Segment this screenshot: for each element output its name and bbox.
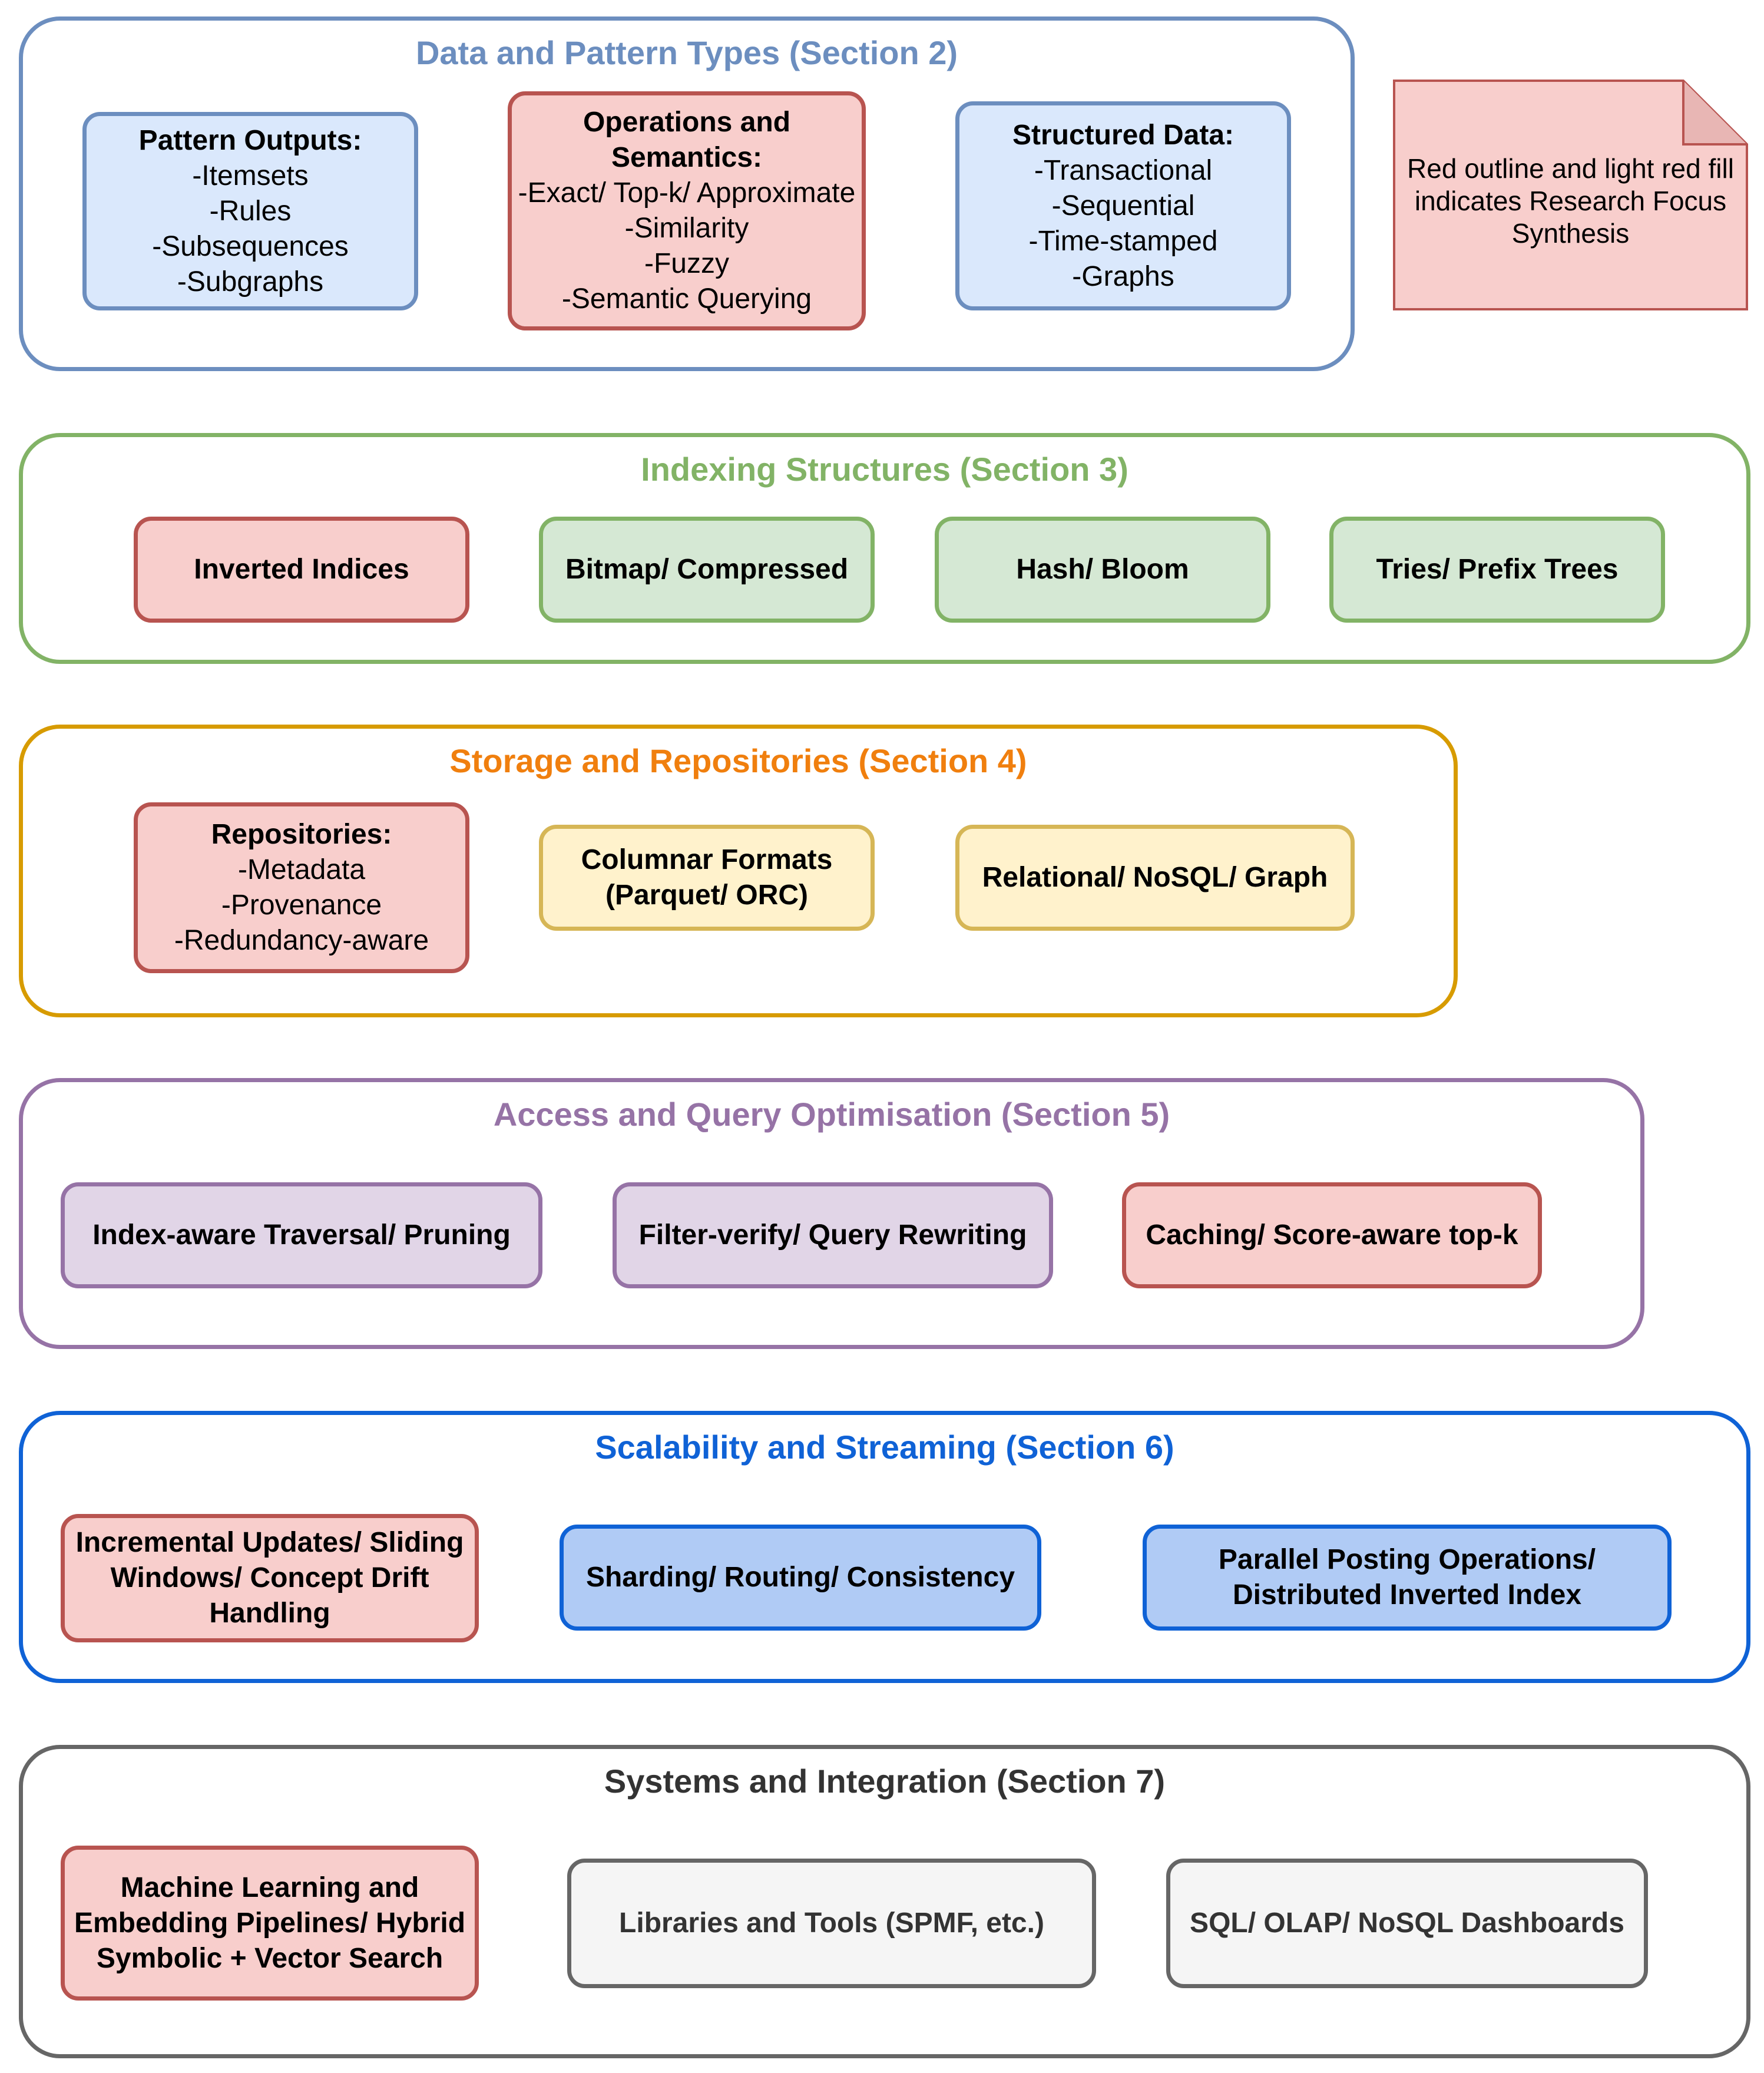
box-line: Symbolic + Vector Search <box>96 1942 444 1974</box>
sharding-routing-box: Sharding/ Routing/ Consistency <box>560 1525 1041 1631</box>
index-aware-traversal-box: Index-aware Traversal/ Pruning <box>61 1182 542 1288</box>
box-line: -Subsequences <box>152 230 349 262</box>
structured-data-box: Structured Data: -Transactional -Sequent… <box>955 101 1291 310</box>
box-line: -Rules <box>209 195 292 227</box>
note-line: Synthesis <box>1511 217 1630 249</box>
box-line: Columnar Formats <box>581 844 833 875</box>
box-line: -Provenance <box>221 890 382 921</box>
box-line: Embedding Pipelines/ Hybrid <box>74 1907 466 1939</box>
box-line: Bitmap/ Compressed <box>565 554 849 585</box>
box-line: Index-aware Traversal/ Pruning <box>92 1219 511 1251</box>
box-line: -Metadata <box>237 854 366 885</box>
operations-semantics-box: Operations and Semantics: -Exact/ Top-k/… <box>508 91 866 330</box>
box-line: Filter-verify/ Query Rewriting <box>638 1219 1027 1251</box>
box-heading: Operations and <box>583 107 791 138</box>
section-title: Access and Query Optimisation (Section 5… <box>493 1096 1170 1133</box>
relational-nosql-graph-box: Relational/ NoSQL/ Graph <box>955 825 1355 931</box>
tries-prefix-trees-box: Tries/ Prefix Trees <box>1329 517 1665 623</box>
box-line: -Time-stamped <box>1028 225 1218 257</box>
box-line: Inverted Indices <box>194 554 409 585</box>
box-line: -Redundancy-aware <box>174 925 429 956</box>
bitmap-compressed-box: Bitmap/ Compressed <box>539 517 875 623</box>
box-line: Caching/ Score-aware top-k <box>1146 1219 1518 1251</box>
box-line: Distributed Inverted Index <box>1232 1579 1582 1611</box>
box-line: -Graphs <box>1072 260 1174 292</box>
section-title: Indexing Structures (Section 3) <box>641 451 1128 488</box>
box-line: -Itemsets <box>192 160 309 191</box>
box-line: -Fuzzy <box>644 248 729 279</box>
libraries-tools-box: Libraries and Tools (SPMF, etc.) <box>567 1859 1096 1988</box>
box-heading: Structured Data: <box>1012 119 1235 151</box>
ml-embedding-box: Machine Learning and Embedding Pipelines… <box>61 1846 479 2001</box>
legend-note: Red outline and light red fill indicates… <box>1392 79 1749 311</box>
box-line: Windows/ Concept Drift <box>110 1562 429 1593</box>
columnar-formats-box: Columnar Formats (Parquet/ ORC) <box>539 825 875 931</box>
box-line: (Parquet/ ORC) <box>605 880 808 911</box>
note-shape <box>1393 80 1748 310</box>
filter-verify-box: Filter-verify/ Query Rewriting <box>613 1182 1053 1288</box>
box-line: Handling <box>209 1598 330 1629</box>
box-heading: Pattern Outputs: <box>138 124 362 156</box>
box-heading: Repositories: <box>211 819 392 850</box>
sql-olap-dashboards-box: SQL/ OLAP/ NoSQL Dashboards <box>1166 1859 1648 1988</box>
section-title: Data and Pattern Types (Section 2) <box>415 34 958 71</box>
note-line: indicates Research Focus <box>1414 185 1727 216</box>
box-line: Machine Learning and <box>120 1872 419 1903</box>
box-line: Relational/ NoSQL/ Graph <box>982 862 1328 893</box>
box-line: -Similarity <box>624 213 749 244</box>
box-line: SQL/ OLAP/ NoSQL Dashboards <box>1190 1907 1624 1939</box>
parallel-posting-box: Parallel Posting Operations/ Distributed… <box>1143 1525 1672 1631</box>
box-line: Libraries and Tools (SPMF, etc.) <box>619 1907 1044 1939</box>
box-line: -Subgraphs <box>177 266 324 297</box>
box-line: Tries/ Prefix Trees <box>1376 554 1619 585</box>
box-line: Incremental Updates/ Sliding <box>75 1527 464 1558</box>
box-line: Sharding/ Routing/ Consistency <box>585 1562 1015 1593</box>
box-line: Parallel Posting Operations/ <box>1218 1544 1596 1575</box>
box-line: -Sequential <box>1051 190 1195 221</box>
section-title: Scalability and Streaming (Section 6) <box>595 1429 1174 1466</box>
note-line: Red outline and light red fill <box>1407 153 1734 184</box>
box-heading: Semantics: <box>611 142 763 173</box>
incremental-updates-box: Incremental Updates/ Sliding Windows/ Co… <box>61 1514 479 1642</box>
box-line: -Transactional <box>1034 154 1213 186</box>
section-title: Storage and Repositories (Section 4) <box>449 742 1027 779</box>
box-line: -Exact/ Top-k/ Approximate <box>518 177 856 209</box>
box-line: -Semantic Querying <box>561 283 812 315</box>
repositories-box: Repositories: -Metadata -Provenance -Red… <box>134 802 469 973</box>
caching-score-aware-box: Caching/ Score-aware top-k <box>1122 1182 1542 1288</box>
pattern-outputs-box: Pattern Outputs: -Itemsets -Rules -Subse… <box>82 112 418 310</box>
box-line: Hash/ Bloom <box>1016 554 1189 585</box>
inverted-indices-box: Inverted Indices <box>134 517 469 623</box>
hash-bloom-box: Hash/ Bloom <box>935 517 1270 623</box>
section-title: Systems and Integration (Section 7) <box>604 1763 1166 1800</box>
